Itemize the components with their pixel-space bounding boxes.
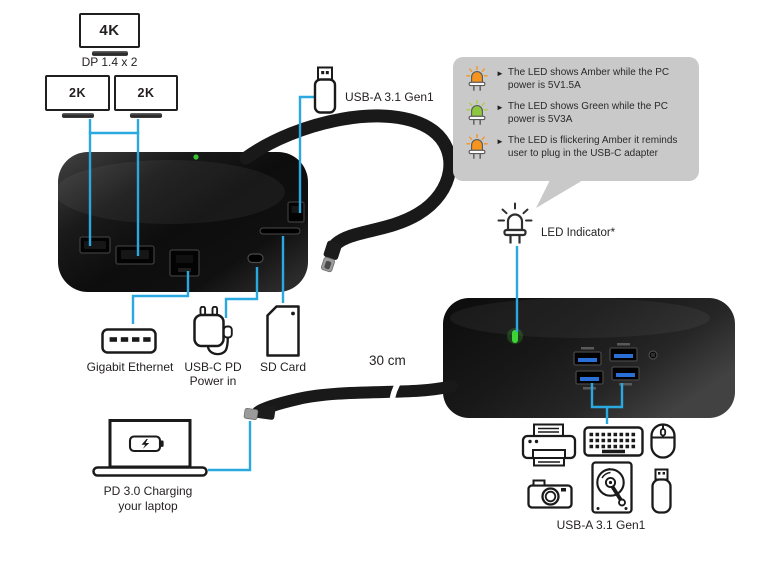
monitor-2k-left: 2K bbox=[45, 75, 110, 111]
camera-icon bbox=[527, 479, 573, 509]
monitor-2k-right-stand bbox=[130, 113, 162, 118]
power-adapter-icon bbox=[193, 306, 233, 356]
cable-break-mark bbox=[389, 370, 408, 405]
displayport-1 bbox=[79, 236, 111, 254]
cable-length-label: 30 cm bbox=[369, 353, 406, 368]
usb-c-connector-rear bbox=[243, 408, 259, 420]
monitor-4k: 4K bbox=[79, 13, 140, 48]
callout-tail bbox=[536, 176, 590, 208]
usb-c-connector-front bbox=[320, 240, 342, 273]
gigabit-ethernet-label: Gigabit Ethernet bbox=[86, 360, 174, 374]
usb-c-pd-label-line2: Power in bbox=[189, 374, 237, 388]
sd-card-slot bbox=[259, 227, 301, 235]
line-laptop bbox=[208, 421, 252, 472]
pd-charging-label-line2: your laptop bbox=[118, 499, 178, 513]
monitor-2k-left-label: 2K bbox=[69, 86, 86, 100]
connector-lines bbox=[88, 95, 624, 472]
dock-rear-view bbox=[443, 298, 735, 418]
sd-card-icon bbox=[266, 305, 300, 357]
line-usb-a-side bbox=[298, 95, 314, 213]
usb-a-top-label: USB-A 3.1 Gen1 bbox=[345, 90, 434, 104]
usb-c-pd-label-line1: USB-C PD bbox=[184, 360, 242, 374]
callout-bullet: ► bbox=[496, 103, 504, 112]
sd-card-label: SD Card bbox=[259, 360, 306, 374]
kensington-lock bbox=[648, 350, 658, 360]
monitor-2k-right: 2K bbox=[114, 75, 178, 111]
usb-stick-icon bbox=[651, 468, 672, 514]
callout-row: ► The LED shows Amber while the PC power… bbox=[465, 66, 691, 94]
usb-c-pd-label: USB-C PD Power in bbox=[175, 360, 251, 388]
mouse-icon bbox=[650, 423, 676, 459]
ethernet-port bbox=[169, 249, 200, 277]
pd-charging-label-line1: PD 3.0 Charging bbox=[103, 484, 193, 498]
host-cable bbox=[239, 109, 457, 273]
ethernet-port-icon bbox=[101, 328, 157, 354]
dock-led bbox=[512, 330, 518, 343]
usb-a-bottom-label: USB-A 3.1 Gen1 bbox=[556, 518, 646, 532]
pd-charging-label: PD 3.0 Charging your laptop bbox=[95, 484, 201, 514]
monitor-4k-stand bbox=[92, 50, 128, 56]
monitor-2k-left-stand bbox=[61, 113, 94, 118]
callout-text-amber: The LED shows Amber while the PC power i… bbox=[507, 67, 670, 91]
led-indicator-icon bbox=[497, 202, 533, 244]
callout-text-green: The LED shows Green while the PC power i… bbox=[507, 101, 668, 125]
callout-bullet: ► bbox=[496, 69, 504, 78]
usb-a-side-port bbox=[287, 201, 305, 223]
displayport-2 bbox=[115, 245, 155, 265]
hard-drive-icon bbox=[591, 461, 633, 514]
monitor-4k-label: 4K bbox=[99, 22, 120, 39]
dock-front-view bbox=[55, 152, 308, 292]
led-indicator-label: LED Indicator* bbox=[541, 227, 616, 239]
callout-bullet: ► bbox=[496, 137, 504, 146]
usb-a-ports bbox=[573, 343, 640, 390]
usb-a-plug-icon bbox=[313, 66, 337, 114]
usb-c-pd-port bbox=[247, 253, 264, 264]
laptop-charging-icon bbox=[92, 419, 208, 477]
line-usb-c-pd bbox=[224, 267, 259, 318]
callout-row: ► The LED is flickering Amber it reminds… bbox=[465, 134, 691, 162]
led-amber-flicker-icon bbox=[466, 134, 488, 159]
printer-icon bbox=[521, 423, 577, 467]
dock-cable bbox=[243, 370, 458, 420]
led-green-icon bbox=[466, 100, 488, 125]
dp-spec-label: DP 1.4 x 2 bbox=[81, 55, 138, 69]
callout-text-flicker: The LED is flickering Amber it reminds u… bbox=[507, 135, 678, 159]
line-ethernet bbox=[131, 271, 190, 324]
callout-row: ► The LED shows Green while the PC power… bbox=[465, 100, 691, 128]
led-amber-icon bbox=[466, 66, 488, 91]
keyboard-icon bbox=[583, 426, 644, 457]
led-callout: ► The LED shows Amber while the PC power… bbox=[453, 57, 699, 181]
monitor-2k-right-label: 2K bbox=[137, 86, 155, 100]
front-dock-led bbox=[193, 154, 199, 160]
